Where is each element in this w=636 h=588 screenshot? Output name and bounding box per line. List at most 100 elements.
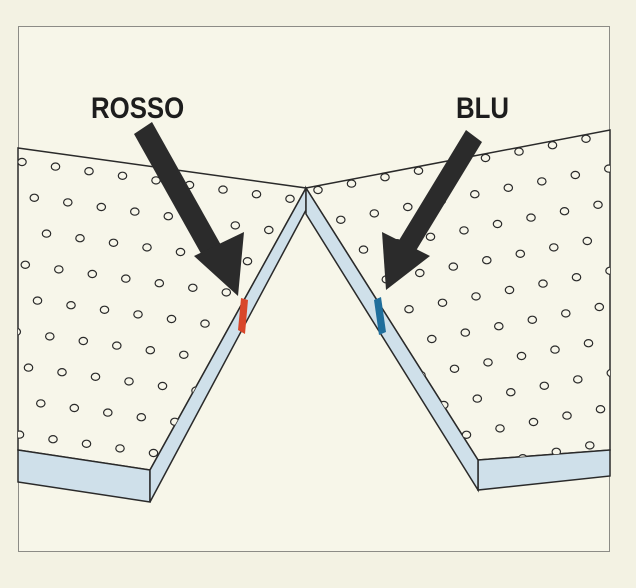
perforation-dot bbox=[436, 95, 444, 102]
perforation-dot bbox=[235, 133, 243, 140]
perforation-dot bbox=[539, 381, 550, 390]
perforation-dot bbox=[302, 120, 310, 127]
perforation-dot bbox=[418, 474, 426, 481]
perforation-dot bbox=[326, 405, 334, 412]
perforation-dot bbox=[48, 435, 58, 444]
perforation-dot bbox=[308, 539, 316, 546]
perforation-dot bbox=[166, 314, 177, 324]
perforation-dot bbox=[480, 153, 491, 163]
perforation-dot bbox=[572, 375, 583, 384]
perforation-dot bbox=[140, 516, 148, 523]
perforation-dot bbox=[347, 374, 355, 381]
perforation-dot bbox=[142, 243, 152, 252]
perforation-dot bbox=[283, 397, 291, 404]
perforation-dot bbox=[0, 292, 8, 299]
perforation-dot bbox=[9, 225, 17, 232]
perforation-dot bbox=[124, 377, 134, 386]
perforation-dot bbox=[595, 405, 606, 414]
perforation-dot bbox=[218, 185, 228, 194]
perforation-dot bbox=[441, 504, 449, 511]
perforation-dot bbox=[495, 424, 505, 433]
blue-marker bbox=[374, 297, 386, 335]
perforation-dot bbox=[258, 163, 266, 170]
perforation-dot bbox=[314, 288, 325, 297]
perforation-dot bbox=[338, 420, 349, 429]
perforation-dot bbox=[340, 523, 348, 530]
perforation-dot bbox=[39, 127, 47, 134]
perforation-dot bbox=[318, 493, 326, 500]
perforation-dot bbox=[292, 259, 300, 266]
perforation-dot bbox=[508, 491, 516, 498]
perforation-dot bbox=[515, 249, 526, 258]
perforation-dot bbox=[221, 288, 232, 297]
perforation-dot bbox=[294, 361, 302, 368]
perforation-dot bbox=[18, 430, 25, 439]
perforation-dot bbox=[483, 358, 493, 367]
perforation-dot bbox=[282, 467, 293, 470]
perforation-dot bbox=[548, 243, 559, 252]
perforation-dot bbox=[362, 137, 370, 144]
perforation-dot bbox=[317, 472, 325, 479]
perforation-dot bbox=[63, 198, 73, 207]
perforation-dot bbox=[570, 69, 578, 76]
perforation-dot bbox=[559, 105, 567, 112]
perforation-dot bbox=[282, 295, 290, 302]
perforation-dot bbox=[75, 233, 85, 243]
perforation-dot bbox=[81, 439, 92, 448]
perforation-dot bbox=[306, 221, 313, 231]
perforation-dot bbox=[130, 207, 140, 216]
perforation-dot bbox=[603, 63, 611, 70]
perforation-dot bbox=[267, 328, 277, 337]
perforation-dot bbox=[469, 189, 480, 199]
perforation-dot bbox=[346, 179, 357, 188]
perforation-dot bbox=[237, 426, 247, 436]
perforation-dot bbox=[262, 499, 270, 506]
perforation-dot bbox=[584, 441, 595, 450]
perforation-dot bbox=[424, 130, 435, 139]
perforation-dot bbox=[27, 91, 35, 98]
perforation-dot bbox=[99, 305, 110, 314]
right-slab bbox=[235, 63, 636, 530]
perforation-dot bbox=[57, 368, 67, 377]
perforation-dot bbox=[228, 119, 236, 126]
perforation-dot bbox=[315, 390, 326, 399]
perforation-dot bbox=[562, 411, 572, 420]
perforation-dot bbox=[84, 166, 94, 176]
perforation-dot bbox=[493, 322, 504, 331]
perforation-dot bbox=[449, 364, 460, 373]
perforation-dot bbox=[23, 363, 34, 372]
perforation-dot bbox=[437, 298, 448, 307]
perforation-dot bbox=[341, 169, 349, 176]
perforation-dot bbox=[310, 267, 318, 274]
perforation-dot bbox=[229, 494, 237, 501]
perforation-dot bbox=[528, 417, 539, 427]
perforation-dot bbox=[279, 364, 290, 373]
perforation-dot bbox=[148, 448, 159, 458]
perforation-dot bbox=[323, 303, 331, 310]
perforation-dot bbox=[337, 317, 347, 327]
perforation-dot bbox=[402, 202, 413, 212]
perforation-dot bbox=[471, 292, 481, 301]
perforation-dot bbox=[0, 87, 2, 94]
perforation-dot bbox=[629, 297, 636, 304]
perforation-dot bbox=[50, 162, 61, 171]
perforation-dot bbox=[382, 377, 393, 386]
perforation-dot bbox=[550, 345, 560, 354]
perforation-dot bbox=[547, 140, 558, 150]
perforation-dot bbox=[338, 441, 346, 448]
perforation-dot bbox=[117, 171, 128, 180]
perforation-dot bbox=[335, 338, 343, 345]
perforation-dot bbox=[249, 462, 259, 470]
perforation-dot bbox=[182, 453, 192, 462]
perforation-dot bbox=[73, 132, 81, 139]
perforation-dot bbox=[32, 296, 43, 305]
perforation-dot bbox=[242, 257, 253, 266]
perforation-dot bbox=[460, 328, 471, 337]
perforation-dot bbox=[0, 462, 2, 469]
perforation-dot bbox=[402, 101, 410, 108]
perforation-dot bbox=[314, 370, 322, 377]
perforation-dot bbox=[172, 148, 183, 154]
perforation-dot bbox=[174, 521, 182, 528]
perforation-dot bbox=[615, 129, 623, 136]
perforation-dot bbox=[224, 391, 235, 400]
